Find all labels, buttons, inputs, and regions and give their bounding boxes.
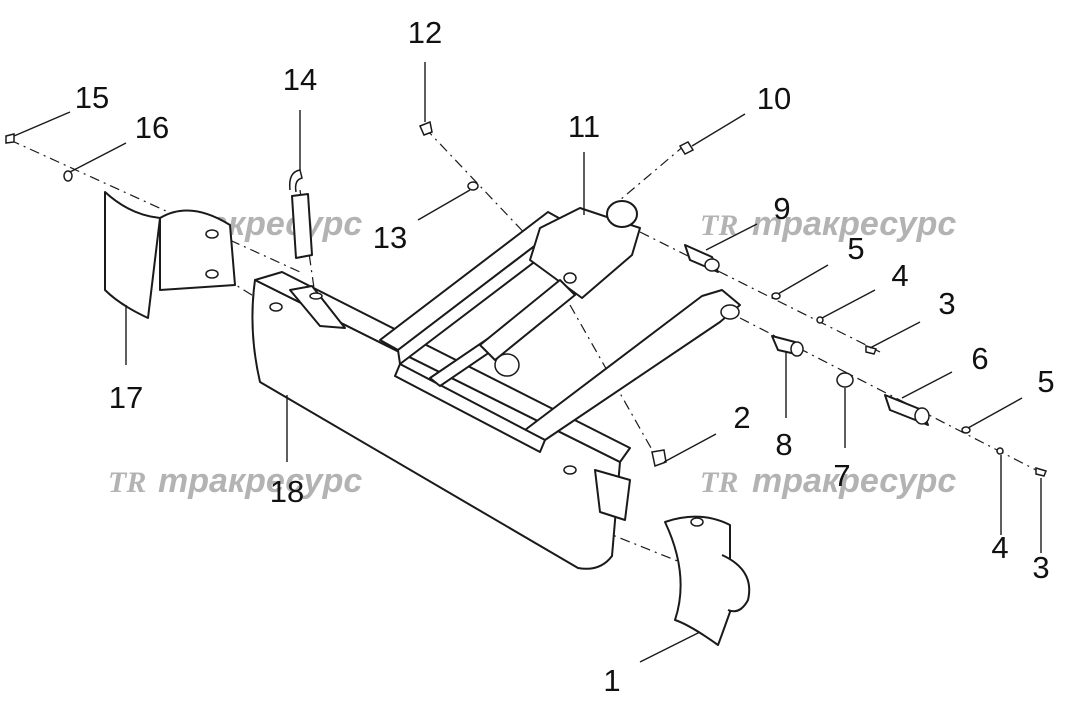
watermark-text: тракресурс: [752, 205, 956, 243]
bolt-part-12: [418, 120, 433, 136]
callout-18: 18: [270, 474, 304, 509]
leader-15: [13, 111, 71, 137]
shoe-left-hole-top: [205, 229, 219, 239]
leader-4-upper: [821, 289, 876, 319]
lockwasher-part-4-lower: [996, 447, 1004, 455]
callout-5-lower: 5: [1037, 364, 1054, 399]
shoe-left-hole-bottom: [205, 269, 219, 279]
callout-4-upper: 4: [891, 258, 908, 293]
leader-16: [69, 142, 127, 173]
axis-left-bolt: [9, 139, 301, 273]
leader-lines: [13, 62, 1042, 663]
callout-3-lower: 3: [1032, 550, 1049, 585]
pin-part-14: [291, 193, 313, 259]
shoe-right-hole: [690, 517, 704, 527]
pivot-bracket-part-11: [479, 200, 641, 377]
callout-10: 10: [757, 81, 791, 116]
watermark-logo: TR: [700, 466, 738, 499]
hardware: [5, 120, 1048, 477]
axis-bolt-12: [424, 127, 551, 261]
pin-handle-part-14: [288, 169, 303, 193]
bolt-part-3-upper: [865, 344, 878, 355]
washer-part-5-lower: [961, 426, 971, 434]
ring-part-7: [836, 372, 854, 388]
bolt-part-15: [5, 133, 15, 144]
shoe-right-roll: [721, 554, 751, 613]
blade-pin-hole: [309, 292, 323, 300]
watermark-text: тракресурс: [752, 462, 956, 500]
bracket-roller: [606, 200, 638, 228]
leader-3-upper: [869, 321, 921, 349]
blade-hole-left: [269, 302, 283, 312]
watermark-bottom-right: TR тракресурс: [700, 462, 956, 500]
callout-5-upper: 5: [847, 231, 864, 266]
leader-6: [901, 371, 953, 399]
shoe-left-part-17: [104, 191, 236, 319]
bracket-plate: [529, 207, 641, 299]
watermark-text: тракресурс: [158, 462, 362, 500]
shoe-left-face: [104, 191, 161, 319]
frame-arm-right: [524, 289, 741, 441]
callout-11: 11: [568, 109, 600, 144]
frame-crossbar-lower: [394, 363, 546, 453]
callout-8: 8: [775, 427, 792, 462]
watermark-top-right: TR тракресурс: [700, 205, 956, 243]
washer-part-5-upper: [771, 292, 781, 300]
lockwasher-part-4-upper: [816, 316, 824, 324]
watermark-bottom-left: TR тракресурс: [108, 462, 362, 500]
callout-4-lower: 4: [991, 530, 1008, 565]
callout-labels: 12 14 15 16 10 11 13 9 5 4 3 6 5 2 8 7 4…: [75, 15, 1055, 698]
leader-10: [691, 113, 746, 147]
bushing-end-part-8: [790, 341, 804, 357]
callout-1: 1: [603, 663, 620, 698]
callout-7: 7: [833, 458, 850, 493]
axis-nut-10: [619, 144, 686, 201]
cylinder-eye: [494, 353, 520, 377]
leader-5-upper: [777, 264, 829, 295]
frame-arm-right-eye: [720, 304, 740, 320]
blade-bracket-right: [594, 469, 631, 521]
callout-16: 16: [135, 110, 169, 145]
leader-13: [417, 189, 471, 221]
blade-face: [251, 279, 621, 570]
blade-bracket-left: [289, 285, 346, 329]
clip-part-2: [651, 449, 667, 467]
callout-17: 17: [109, 380, 143, 415]
callout-9: 9: [773, 191, 790, 226]
blade-part-18: [251, 271, 631, 570]
bolt-part-3-lower: [1035, 466, 1048, 477]
shoe-left-body: [159, 209, 236, 291]
blade-top-edge: [254, 271, 631, 463]
shoe-right-part-1: [664, 515, 751, 646]
callout-14: 14: [283, 62, 317, 97]
callout-12: 12: [408, 15, 442, 50]
leader-2: [663, 433, 717, 463]
leader-1: [639, 631, 701, 663]
axis-right-top: [639, 231, 881, 353]
washer-part-16: [63, 170, 73, 182]
nut-part-10: [678, 141, 695, 155]
callout-13: 13: [373, 220, 407, 255]
callout-2: 2: [733, 400, 750, 435]
bracket-hole: [563, 272, 577, 284]
washer-part-13: [467, 181, 479, 191]
leader-9: [705, 223, 758, 251]
pin-head-part-6: [914, 407, 930, 425]
callout-3-upper: 3: [938, 286, 955, 321]
callout-15: 15: [75, 80, 109, 115]
blade-hole-right: [563, 465, 577, 475]
axis-clip-2: [569, 304, 656, 456]
leader-5-lower: [967, 397, 1023, 429]
shoe-right-face: [664, 515, 731, 646]
watermark-logo: TR: [108, 466, 146, 499]
lift-cylinder: [479, 279, 576, 361]
pin-head-part-9: [704, 258, 720, 272]
callout-6: 6: [971, 341, 988, 376]
